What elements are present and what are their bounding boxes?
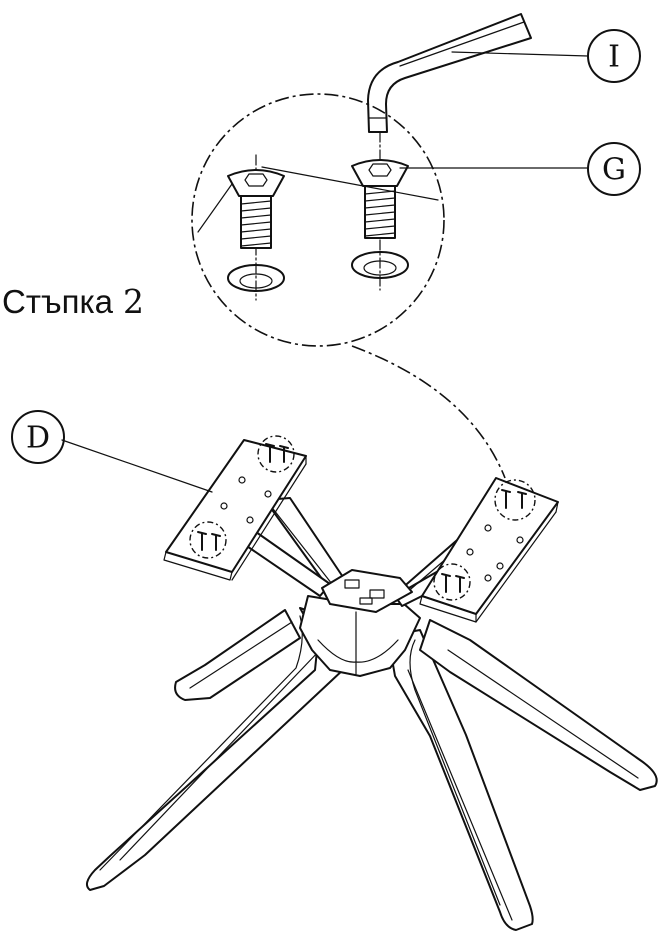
screw-right <box>351 131 409 291</box>
detail-circle <box>191 93 445 347</box>
screw-left <box>227 154 285 301</box>
svg-text:D: D <box>26 421 50 456</box>
screw-guide-line <box>261 166 439 201</box>
table-base <box>85 435 658 931</box>
detail-connector <box>351 345 506 479</box>
mounting-plate-right <box>419 477 559 623</box>
leader-line-d <box>61 439 213 493</box>
allen-key <box>367 13 532 133</box>
callout-i: I <box>587 29 641 83</box>
leader-line-i <box>451 51 589 57</box>
screw-guide-line-left <box>197 183 233 233</box>
svg-text:G: G <box>602 153 626 188</box>
callout-g: G <box>587 142 641 196</box>
mounting-plate-left <box>163 435 307 581</box>
callout-d: D <box>11 410 65 464</box>
svg-text:I: I <box>608 40 620 75</box>
